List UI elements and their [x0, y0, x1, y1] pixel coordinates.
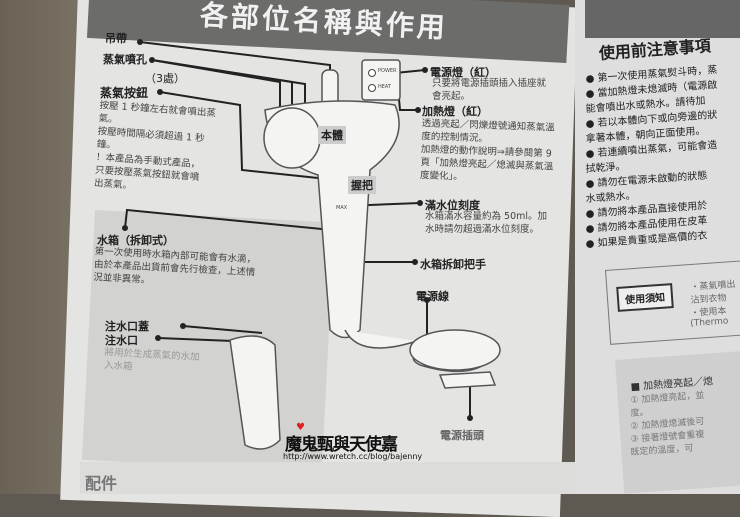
watermark-url: http://www.wretch.cc/blog/bajenny: [283, 452, 423, 461]
heat-info: ■ 加熱燈亮起／熄 ① 加熱燈亮起，並 度。 ② 加熱燈熄滅後可 ③ 接著燈號會…: [630, 376, 714, 458]
diagram-lines: [122, 39, 501, 450]
notice-label: 使用須知: [616, 283, 674, 312]
label-power-cord: 電源線: [416, 290, 449, 303]
power-led-desc: 只要將電源插頭插入插座就 會亮起。: [432, 78, 547, 102]
label-body: 本體: [318, 126, 346, 144]
bottom-section: [80, 462, 580, 494]
label-water-tank: 水箱（拆卸式）: [97, 234, 174, 247]
label-steam-button: 蒸氣按鈕: [100, 86, 149, 100]
water-tank-desc: 第一次使用時水箱內部可能會有水滴， 由於本產品出貨前會先行檢查，上述情 況並非異…: [93, 245, 257, 286]
label-tank-release: 水箱拆卸把手: [420, 258, 486, 271]
label-fill-cap: 注水口蓋: [105, 320, 149, 333]
watermark-name: 魔鬼甄與天使嘉: [285, 435, 398, 455]
label-steam-holes: 蒸氣噴孔: [103, 53, 147, 66]
label-strap: 吊帶: [105, 32, 127, 45]
right-banner: [585, 0, 740, 38]
heart-icon: ♥: [296, 422, 305, 433]
steamer-illustration: [229, 59, 501, 450]
steam-button-desc: 按壓 1 秒鐘左右就會噴出蒸 氣。 按壓時間隔必須超過 1 秒 鐘。 ！本產品為…: [93, 99, 217, 192]
label-handle: 握把: [348, 176, 376, 194]
label-water-level: 滿水位刻度: [425, 199, 480, 212]
fill-port-desc: 將用於生成蒸氣的水加 入水箱: [103, 346, 200, 373]
notice-lines: ・蒸氣噴出 沾到衣物 ・使用本 (Thermo: [690, 279, 736, 329]
heat-panel-label: HEAT: [378, 84, 392, 90]
max-mark: MAX: [336, 205, 348, 211]
precautions-list: ● 第一次使用蒸氣熨斗時，蒸 ● 當加熱燈未熄滅時（電源啟 能會噴出水或熱水。請…: [585, 64, 718, 250]
label-power-plug: 電源插頭: [440, 429, 484, 442]
water-level-desc: 水箱滿水容量約為 50ml。加 水時請勿超過滿水位刻度。: [425, 211, 548, 235]
accessories-heading: 配件: [85, 474, 118, 493]
heat-led-desc: 透過亮起／閃爍燈號通知蒸氣溫 度的控制情況。 加熱燈的動作說明⇒請參閱第 9 頁…: [419, 117, 555, 183]
label-power-led: 電源燈（紅）: [430, 66, 496, 79]
label-heat-led: 加熱燈（紅）: [422, 105, 488, 118]
label-steam-holes-count: （3處）: [145, 72, 185, 85]
label-fill-port: 注水口: [105, 334, 138, 347]
power-panel-label: POWER: [378, 68, 397, 74]
